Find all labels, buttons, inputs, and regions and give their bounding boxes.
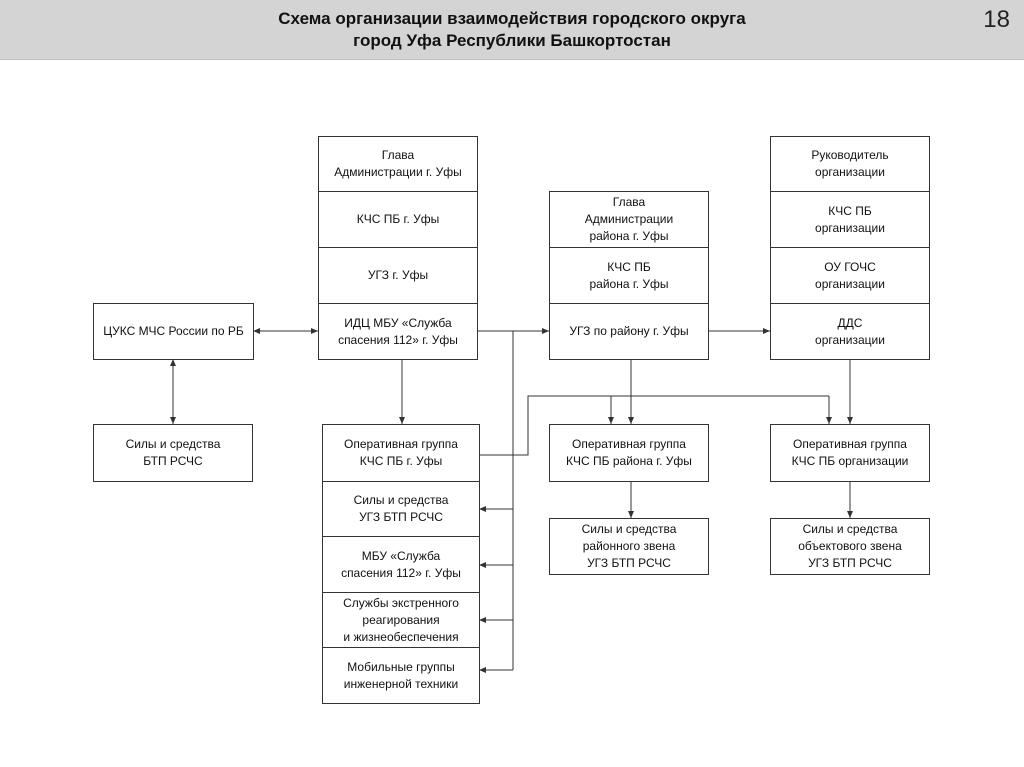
box-city-idc: ИДЦ МБУ «Служба спасения 112» г. Уфы	[318, 303, 478, 360]
box-tsuks: ЦУКС МЧС России по РБ	[93, 303, 254, 360]
box-org-kchs: КЧС ПБ организации	[770, 191, 930, 248]
box-object-forces: Силы и средства объектового звена УГЗ БТ…	[770, 518, 930, 575]
page-number: 18	[983, 6, 1010, 33]
box-district-head: Глава Администрации района г. Уфы	[549, 191, 709, 248]
box-emergency-services: Службы экстренного реагирования и жизнео…	[322, 592, 480, 648]
box-op-group-district: Оперативная группа КЧС ПБ района г. Уфы	[549, 424, 709, 482]
box-btp-forces: Силы и средства БТП РСЧС	[93, 424, 253, 482]
box-org-head: Руководитель организации	[770, 136, 930, 192]
box-ugz-forces: Силы и средства УГЗ БТП РСЧС	[322, 481, 480, 537]
slide-title: Схема организации взаимодействия городск…	[0, 8, 1024, 52]
box-city-ugz: УГЗ г. Уфы	[318, 247, 478, 304]
box-district-ugz: УГЗ по району г. Уфы	[549, 303, 709, 360]
title-line-1: Схема организации взаимодействия городск…	[278, 9, 746, 28]
box-op-group-city: Оперативная группа КЧС ПБ г. Уфы	[322, 424, 480, 482]
box-city-kchs: КЧС ПБ г. Уфы	[318, 191, 478, 248]
title-line-2: город Уфа Республики Башкортостан	[353, 31, 671, 50]
box-org-dds: ДДС организации	[770, 303, 930, 360]
box-district-kchs: КЧС ПБ района г. Уфы	[549, 247, 709, 304]
box-op-group-org: Оперативная группа КЧС ПБ организации	[770, 424, 930, 482]
box-mobile-groups: Мобильные группы инженерной техники	[322, 647, 480, 704]
box-district-forces: Силы и средства районного звена УГЗ БТП …	[549, 518, 709, 575]
bus-opgroup-city	[480, 395, 829, 456]
box-city-head: Глава Администрации г. Уфы	[318, 136, 478, 192]
box-org-ou: ОУ ГОЧС организации	[770, 247, 930, 304]
slide-header: Схема организации взаимодействия городск…	[0, 0, 1024, 60]
box-mbu-112: МБУ «Служба спасения 112» г. Уфы	[322, 536, 480, 593]
